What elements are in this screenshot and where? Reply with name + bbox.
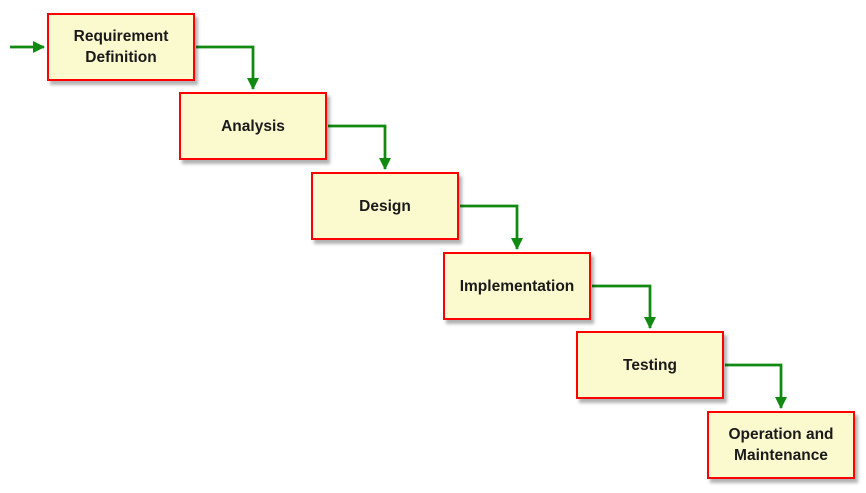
stage-label-analysis: Analysis [221,117,285,135]
stage-box-requirement-definition[interactable]: Requirement Definition [47,13,195,81]
stage-label-implementation: Implementation [459,277,575,295]
connector-implementation-to-testing [592,284,656,329]
connector-design-to-implementation [460,204,523,250]
stage-label-testing: Testing [623,356,677,374]
connector-requirement-to-analysis [196,45,259,90]
connector-analysis-to-design [328,124,391,170]
stage-label-operation-and-maintenance: Operation and Maintenance [728,426,834,464]
stage-label-design: Design [359,197,411,215]
stage-box-operation-and-maintenance[interactable]: Operation and Maintenance [707,411,855,479]
stage-box-design[interactable]: Design [311,172,459,240]
stage-box-analysis[interactable]: Analysis [179,92,327,160]
stage-box-implementation[interactable]: Implementation [443,252,591,320]
connector-testing-to-operation [725,363,787,409]
stage-box-testing[interactable]: Testing [576,331,724,399]
stage-label-requirement-definition: Requirement Definition [73,28,169,66]
